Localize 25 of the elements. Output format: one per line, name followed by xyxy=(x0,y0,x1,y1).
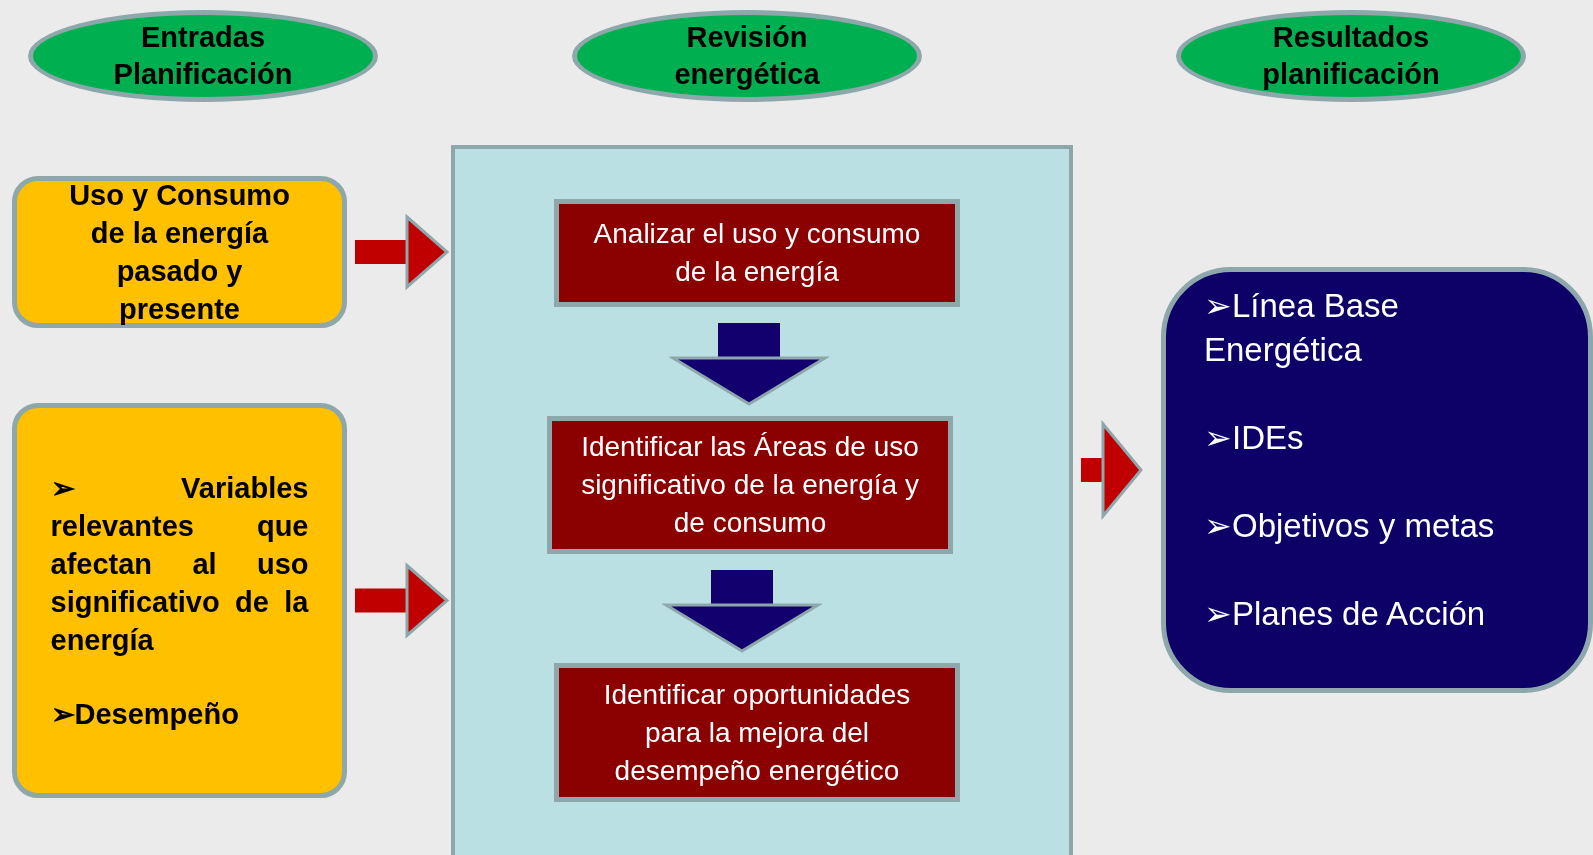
block-arrow xyxy=(355,215,449,289)
heading-text: Resultados planificación xyxy=(1261,20,1441,92)
bullet-text: ➢Desempeño xyxy=(50,696,240,732)
input-box xyxy=(12,176,347,328)
process-box xyxy=(547,416,953,554)
block-arrow xyxy=(671,323,827,406)
heading-text: Revisión energética xyxy=(673,20,821,92)
box-text: Identificar las Áreas de uso significativo de la energía y de consumo xyxy=(580,430,920,540)
output-box xyxy=(1161,267,1593,693)
input-box xyxy=(12,403,347,798)
box-text: Analizar el uso y consumo de la energía xyxy=(592,217,922,289)
block-arrow xyxy=(664,570,820,653)
process-box xyxy=(554,199,960,307)
bullet-text: ➢Línea Base Energética xyxy=(1204,286,1400,370)
box-text: Uso y Consumo de la energía pasado y presente xyxy=(68,178,291,327)
bullet-text: ➢IDEs xyxy=(1204,418,1305,458)
process-box xyxy=(554,663,960,802)
bullet-text: ➢ Variables relevantes que afectan al uso significativo de la energía xyxy=(50,470,309,658)
bullet-text: ➢Planes de Acción xyxy=(1204,594,1487,634)
heading-text: Entradas Planificación xyxy=(112,20,294,92)
box-text: Identificar oportunidades para la mejora del desempeño energético xyxy=(602,677,912,788)
block-arrow xyxy=(1081,422,1143,518)
panel-box xyxy=(451,145,1073,855)
block-arrow xyxy=(355,564,449,637)
bullet-text: ➢Objetivos y metas xyxy=(1204,506,1496,546)
